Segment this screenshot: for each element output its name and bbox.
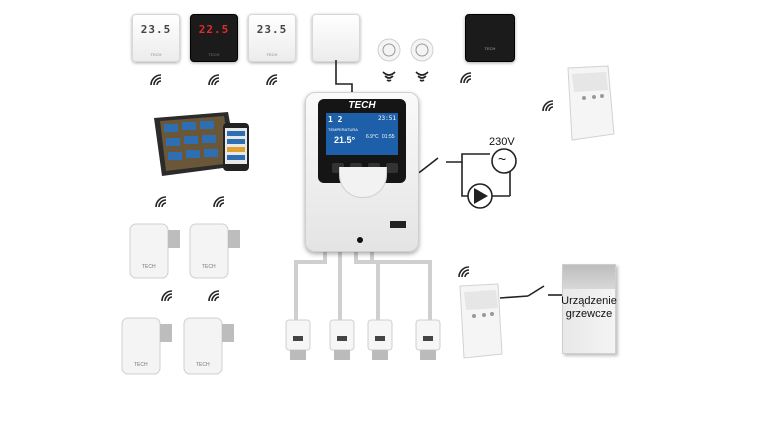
thermostat-display-2: 22.5	[198, 23, 230, 36]
voltage-label: 230V	[489, 136, 515, 148]
actuator-1	[285, 319, 311, 360]
controller-bezel: TECH 1 2 23:51 TEMPERATURA 21.5° 6.9°C 0…	[318, 99, 406, 183]
actuator-4	[415, 319, 441, 360]
screen-sub-value: 6.9°C	[366, 134, 379, 140]
wall-regulator-top	[567, 65, 615, 141]
tablet-app	[154, 112, 238, 176]
heating-device-boiler: Urządzenie grzewcze	[561, 264, 617, 354]
wifi-icon-3	[266, 74, 278, 86]
controller-screen: 1 2 23:51 TEMPERATURA 21.5° 6.9°C 01:55	[326, 113, 398, 155]
ac-source-symbol	[491, 148, 517, 174]
wifi-icon-12	[458, 266, 470, 278]
main-controller: TECH 1 2 23:51 TEMPERATURA 21.5° 6.9°C 0…	[305, 92, 419, 252]
round-sensor-2	[410, 38, 434, 62]
thermostat-logo-3: TECH	[266, 52, 278, 57]
screen-row1-left: 1 2	[328, 115, 343, 124]
wifi-icon-9	[213, 196, 225, 208]
wifi-icon-2	[208, 74, 220, 86]
radiator-head-4: TECH	[183, 317, 234, 375]
wifi-icon-8	[155, 196, 167, 208]
screen-row1-right: 23:51	[377, 115, 396, 122]
controller-button-1[interactable]	[332, 163, 344, 173]
controller-tag	[390, 221, 406, 228]
wifi-icon-1	[150, 74, 162, 86]
thermostat-logo-2: TECH	[208, 52, 220, 57]
boiler-top-panel	[563, 265, 615, 289]
radiator-head-4-logo: TECH	[196, 362, 210, 368]
wifi-icon-5	[415, 71, 429, 82]
screen-temp-value: 21.5°	[334, 135, 356, 145]
wifi-icon-7	[542, 100, 554, 112]
controller-knob[interactable]	[339, 167, 387, 198]
radiator-head-3-logo: TECH	[134, 362, 148, 368]
thermostat-display-3: 23.5	[256, 23, 288, 36]
wifi-icon-6	[460, 72, 472, 84]
room-thermostat-3: 23.5 TECH	[248, 14, 296, 62]
thermostat-display-1: 23.5	[140, 23, 172, 36]
radiator-head-2-logo: TECH	[202, 264, 216, 270]
wireless-module-black: TECH	[465, 14, 515, 62]
boiler-label-line1: Urządzenie	[561, 295, 617, 307]
controller-brand: TECH	[348, 100, 376, 111]
controller-indicator	[357, 237, 363, 243]
screen-temp-label: TEMPERATURA	[328, 127, 358, 132]
actuator-3	[367, 319, 393, 360]
radiator-head-1: TECH	[129, 223, 180, 279]
wall-regulator-bottom	[459, 283, 503, 359]
radiator-head-3: TECH	[121, 317, 172, 375]
wifi-icon-11	[208, 290, 220, 302]
wifi-icon-4	[382, 71, 396, 82]
ac-tilde: ~	[498, 151, 507, 167]
wifi-icon-10	[161, 290, 173, 302]
phone-app	[223, 123, 249, 171]
boiler-label-line2: grzewcze	[565, 308, 613, 320]
controller-button-4[interactable]	[386, 163, 398, 173]
room-thermostat-2: 22.5 TECH	[190, 14, 238, 62]
thermostat-logo-1: TECH	[150, 52, 162, 57]
screen-time-value: 01:55	[382, 134, 395, 140]
round-sensor-1	[377, 38, 401, 62]
module-logo: TECH	[484, 46, 496, 51]
room-thermostat-1: 23.5 TECH	[132, 14, 180, 62]
actuator-2	[329, 319, 355, 360]
radiator-head-1-logo: TECH	[142, 264, 156, 270]
radiator-head-2: TECH	[189, 223, 240, 279]
